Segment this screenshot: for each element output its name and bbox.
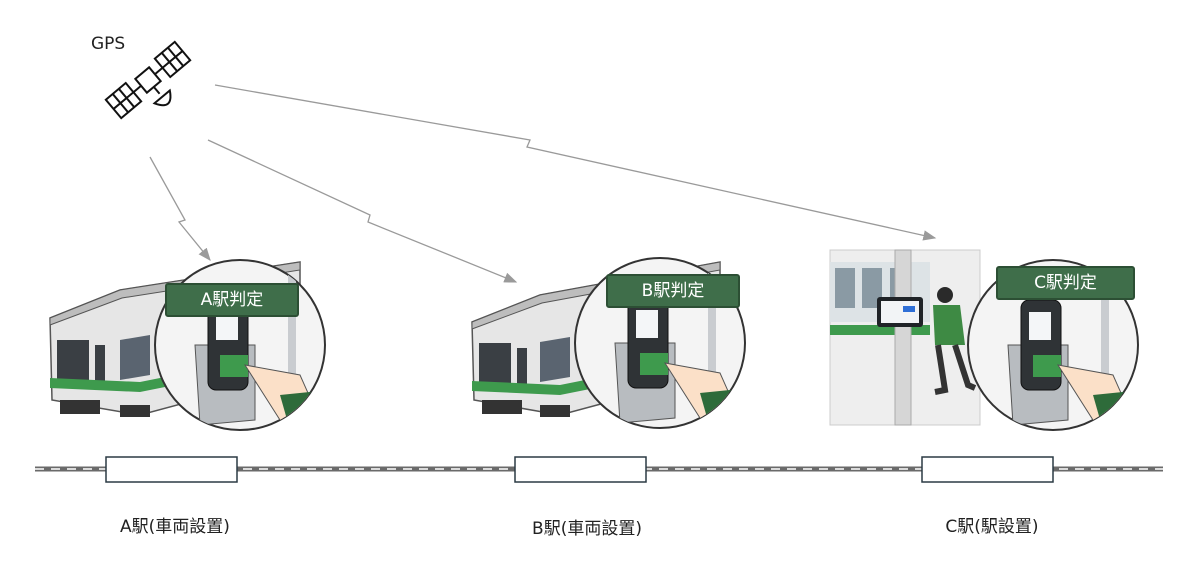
- signal-arrow-b: [207, 139, 518, 283]
- gps-label: GPS: [91, 34, 126, 54]
- platform-b: [514, 456, 647, 483]
- badge-station-c: C駅判定: [996, 266, 1135, 300]
- station-caption-a: A駅(車両設置): [120, 517, 230, 537]
- signal-arrow-c: [214, 84, 937, 241]
- badge-station-b: B駅判定: [606, 274, 740, 308]
- platform-a: [105, 456, 238, 483]
- satellite-icon: [104, 40, 192, 120]
- platform-c: [921, 456, 1054, 483]
- station-caption-b: B駅(車両設置): [532, 519, 642, 539]
- reader-b: [614, 258, 745, 428]
- station-c-scene: [829, 249, 981, 426]
- signal-arrow-a: [149, 156, 211, 262]
- station-caption-c: C駅(駅設置): [945, 517, 1039, 537]
- badge-station-a: A駅判定: [165, 283, 299, 317]
- reader-c: [1007, 260, 1138, 430]
- signal-arrows: [149, 84, 937, 283]
